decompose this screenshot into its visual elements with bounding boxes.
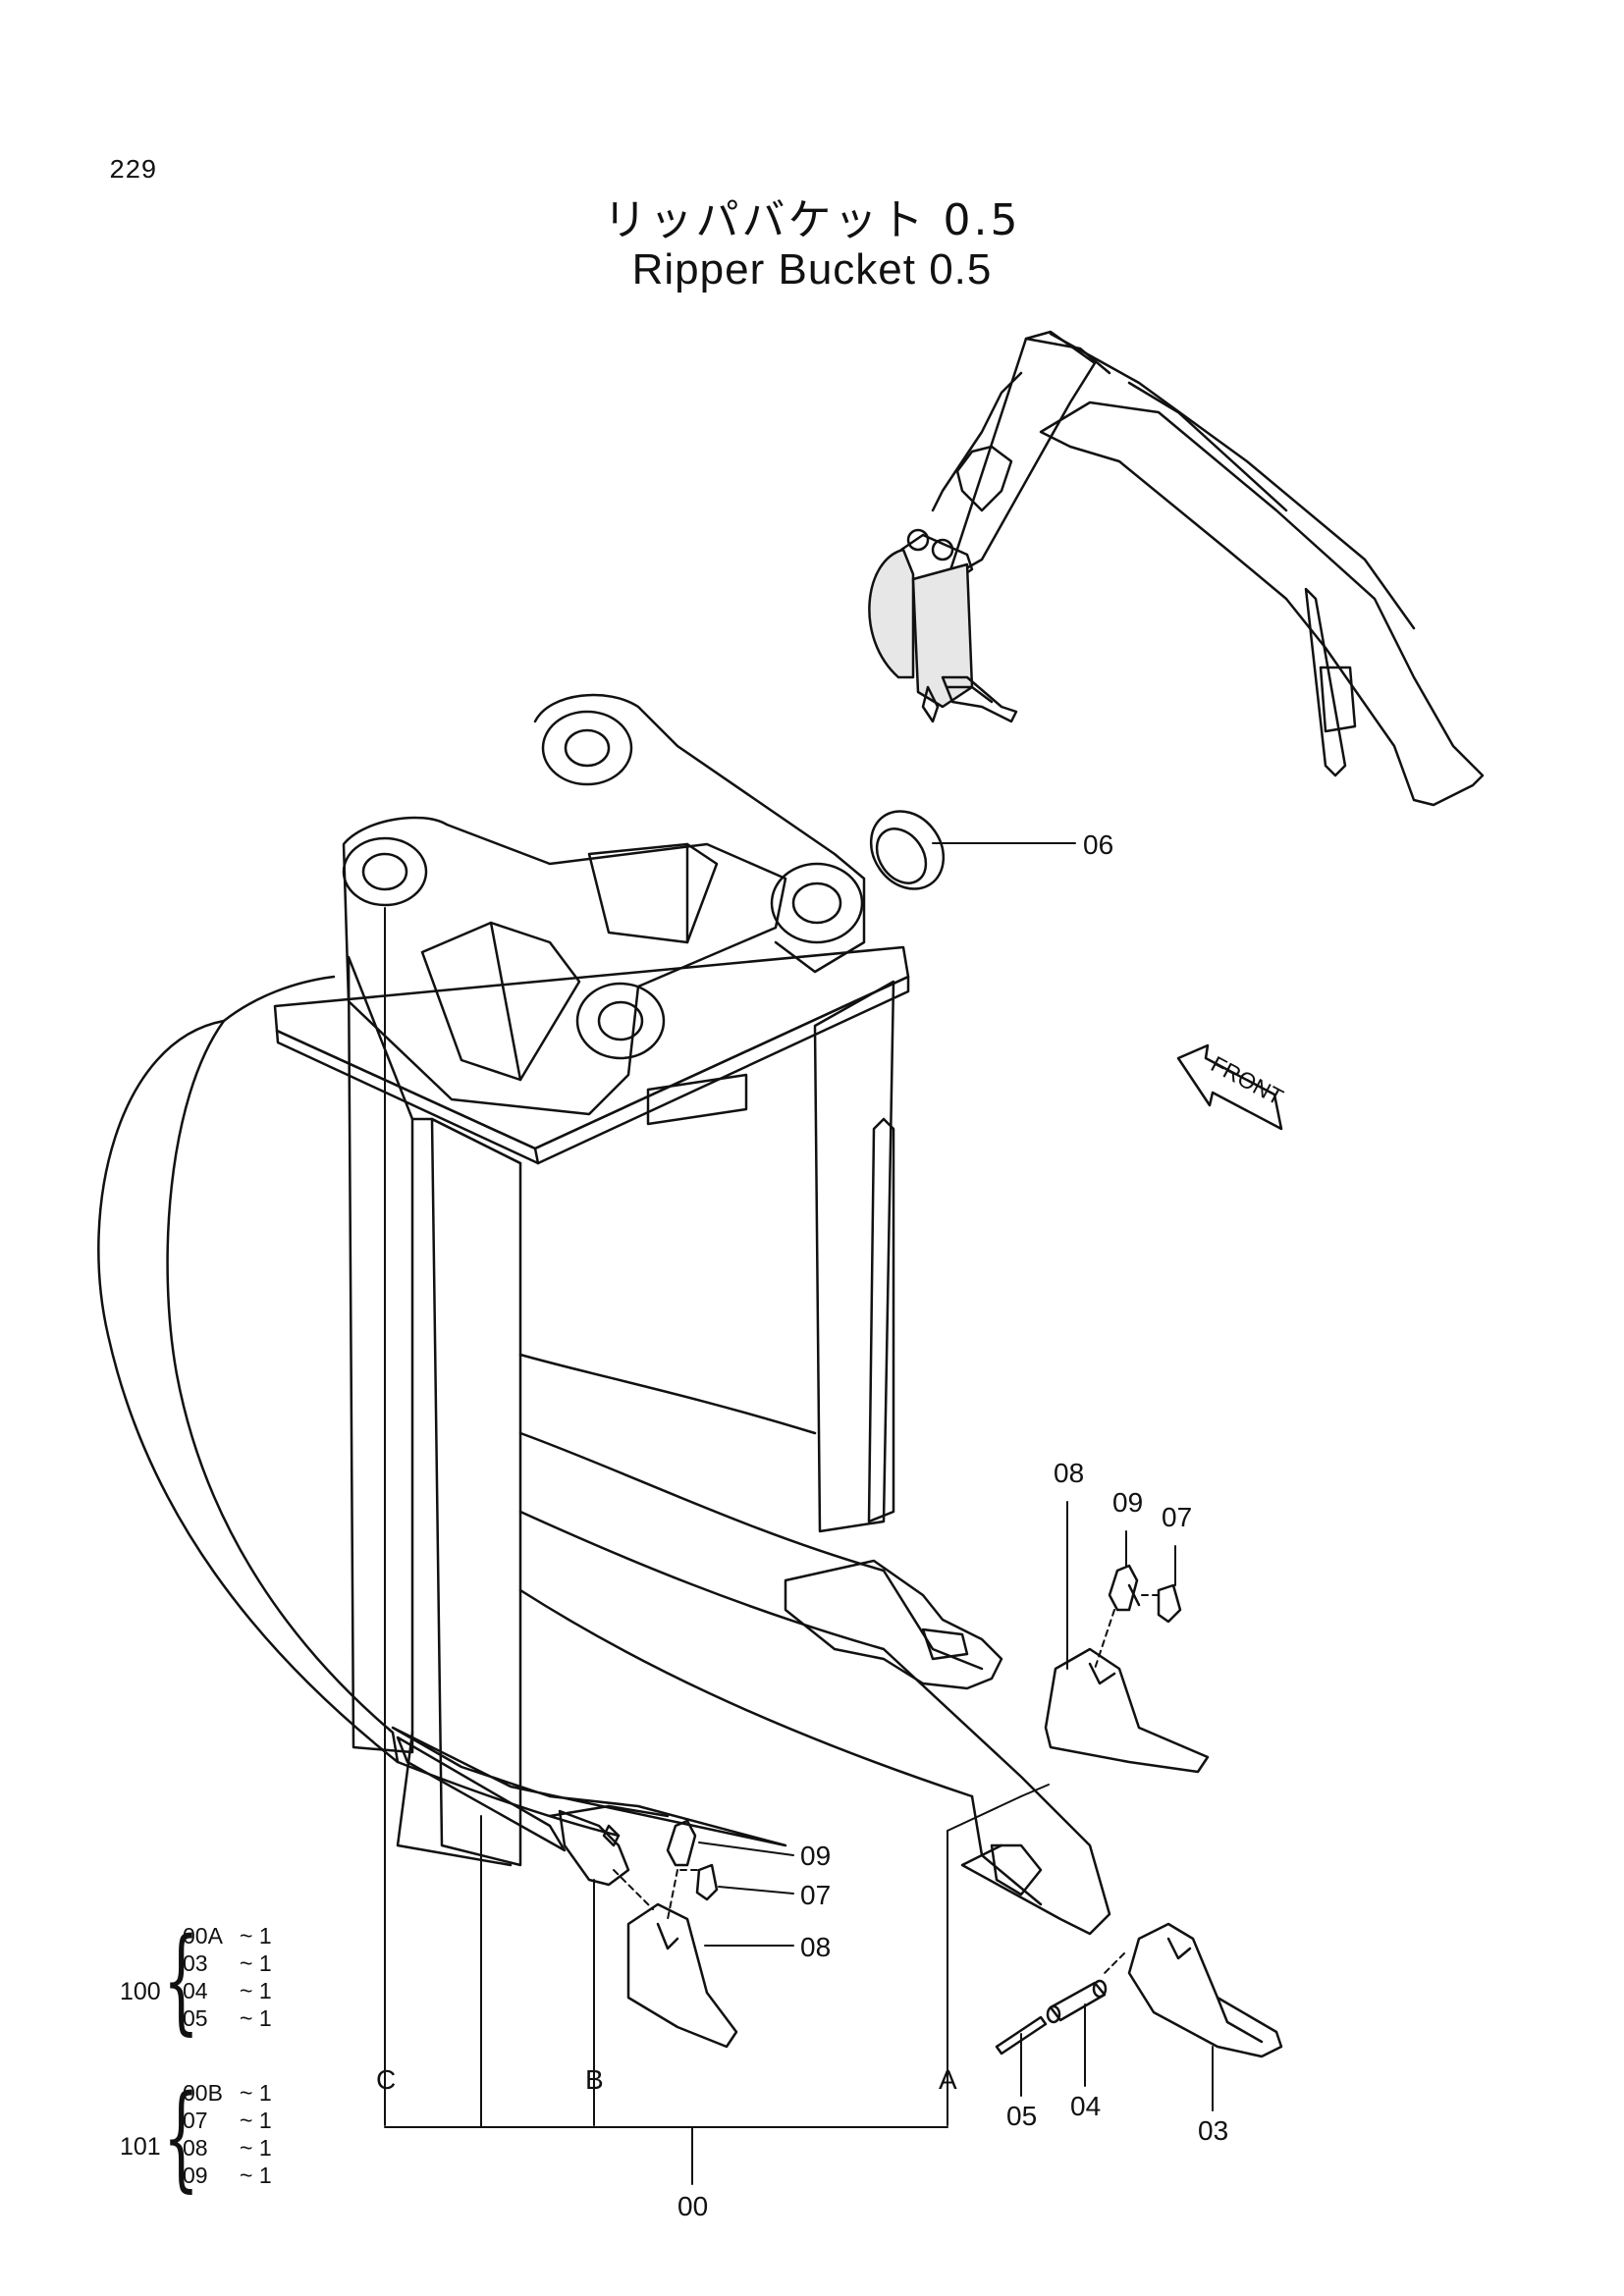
- title-japanese: リッパバケット 0.5: [603, 195, 1021, 245]
- kit-item: 08~ 1: [183, 2135, 272, 2161]
- pin-part-09-middle: [666, 1819, 697, 1867]
- seal-ring-part-06: [869, 810, 946, 890]
- title-english: Ripper Bucket 0.5: [631, 245, 993, 294]
- kit-item: 00A~ 1: [183, 1923, 272, 1949]
- page-number: 229: [109, 157, 157, 187]
- group-label-c: C: [376, 2064, 396, 2095]
- lock-part-07-middle: [695, 1863, 719, 1901]
- pin-part-05: [995, 2015, 1048, 2056]
- callout-05: 05: [1006, 2101, 1037, 2131]
- group-label-b: B: [585, 2064, 604, 2095]
- callout-07-middle: 07: [800, 1880, 831, 1910]
- callout-leader-lines: [384, 842, 1214, 2185]
- front-label: FRONT: [1207, 1051, 1287, 1110]
- callout-09-upper: 09: [1112, 1487, 1143, 1518]
- kit-number: 100: [120, 1978, 161, 2005]
- excavator-inset-illustration: [868, 330, 1485, 807]
- callout-07-upper: 07: [1162, 1502, 1192, 1532]
- kit-item: 03~ 1: [183, 1950, 272, 1976]
- ripper-bucket-body: [97, 945, 1111, 1936]
- lock-part-07-upper: [1157, 1583, 1182, 1624]
- brace-symbol: {: [163, 2071, 199, 2204]
- callout-labels: 06 08 09 07 09 07 08 05 04 03 00 C B A: [376, 829, 1228, 2221]
- kit-number: 101: [120, 2133, 161, 2161]
- kit-item: 00B~ 1: [183, 2080, 272, 2106]
- callout-03: 03: [1198, 2115, 1228, 2146]
- kit-item: 05~ 1: [183, 2005, 272, 2031]
- kit-item: 07~ 1: [183, 2108, 272, 2133]
- kit-item: 04~ 1: [183, 1978, 272, 2003]
- callout-08-middle: 08: [800, 1932, 831, 1962]
- kit-item-list: 00A~ 1 03~ 1 04~ 1 05~ 1: [183, 1922, 272, 2032]
- callout-06: 06: [1083, 829, 1113, 860]
- front-direction-arrow-icon: FRONT: [1176, 1043, 1287, 1131]
- tooth-part-08-upper: [1044, 1647, 1210, 1774]
- callout-00: 00: [677, 2191, 708, 2221]
- tooth-part-08-middle: [626, 1902, 738, 2049]
- callout-09-middle: 09: [800, 1841, 831, 1871]
- pin-part-09-upper: [1108, 1564, 1141, 1612]
- kit-item-list: 00B~ 1 07~ 1 08~ 1 09~ 1: [183, 2079, 272, 2189]
- group-label-a: A: [939, 2064, 957, 2095]
- pin-part-04: [1046, 1979, 1108, 2024]
- tooth-part-03: [1127, 1922, 1283, 2058]
- brace-symbol: {: [163, 1914, 199, 2047]
- callout-04: 04: [1070, 2091, 1101, 2121]
- bucket-mounting-bosses: [342, 693, 866, 1126]
- callout-08-upper: 08: [1054, 1458, 1084, 1488]
- kit-item: 09~ 1: [183, 2163, 272, 2188]
